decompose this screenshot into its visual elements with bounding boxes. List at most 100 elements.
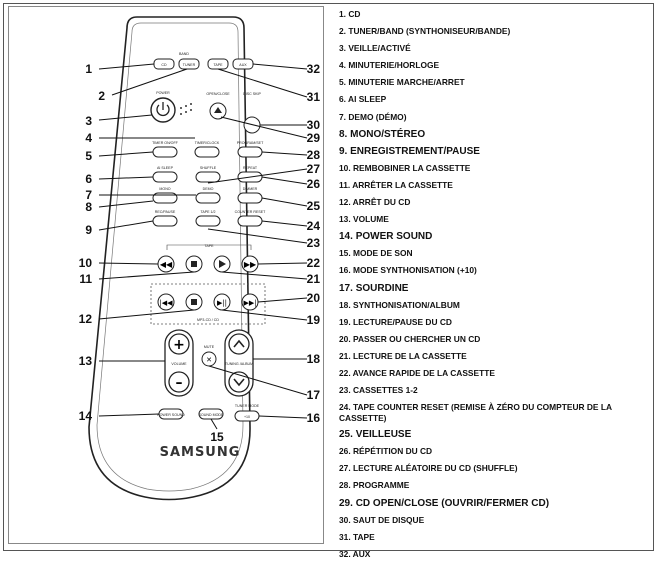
ai-sleep-button[interactable]: AI SLEEP — [152, 166, 178, 183]
svg-text:TUNING /ALBUM: TUNING /ALBUM — [225, 362, 253, 366]
legend-item: 9. ENREGISTREMENT/PAUSE — [339, 143, 651, 160]
legend-number: 9. — [339, 145, 348, 157]
svg-text:▶▶: ▶▶ — [244, 260, 257, 269]
legend-text: ARRÊT DU CD — [352, 197, 411, 208]
cd-next-button[interactable]: ▶▶| — [241, 293, 259, 311]
legend-item: 22. AVANCE RAPIDE DE LA CASSETTE — [339, 365, 651, 382]
callout-leader — [98, 413, 160, 417]
callout-leader — [98, 63, 155, 70]
legend-item: 15. MODE DE SON — [339, 245, 651, 262]
callout-leader — [257, 297, 308, 303]
legend-item: 30. SAUT DE DISQUE — [339, 512, 651, 529]
svg-text:CD: CD — [161, 63, 167, 67]
callout-leader — [221, 271, 308, 280]
legend-item: 24. TAPE COUNTER RESET (REMISE À ZÉRO DU… — [339, 399, 651, 426]
legend-text: TAPE COUNTER RESET (REMISE À ZÉRO DU COM… — [339, 402, 612, 423]
callout-number: 25 — [307, 199, 321, 213]
mp3cd-label: MP3-CD / CD — [197, 318, 219, 322]
callout-leader — [98, 176, 154, 180]
callout-number: 26 — [307, 177, 321, 191]
callout-leader — [261, 151, 308, 156]
cd-button[interactable]: CD — [153, 58, 175, 70]
callout-number: 29 — [307, 131, 321, 145]
tape-ff-button[interactable]: ▶▶ — [241, 255, 259, 273]
legend-text: CD OPEN/CLOSE (OUVRIR/FERMER CD) — [355, 497, 550, 509]
callout-number: 30 — [307, 118, 321, 132]
svg-text:TUNER: TUNER — [183, 63, 196, 67]
cd-stop-button[interactable] — [185, 293, 203, 311]
callout-number: 28 — [307, 148, 321, 162]
callout-number: 9 — [85, 223, 92, 237]
callout-leader — [261, 220, 308, 227]
program-button[interactable]: PROGRAM/SET — [237, 141, 264, 158]
callout-leader — [98, 309, 195, 320]
legend-number: 1. — [339, 9, 346, 19]
power-sound-button[interactable]: POWER SOUND — [157, 408, 185, 420]
tape-rewind-button[interactable]: ◀◀ — [157, 255, 175, 273]
legend-number: 5. — [339, 77, 346, 88]
tape-button[interactable]: TAPE — [207, 58, 229, 70]
legend-item: 18. SYNTHONISATION/ALBUM — [339, 297, 651, 314]
demo-button[interactable]: DEMO — [195, 187, 221, 204]
callout-leader — [207, 228, 308, 244]
mute-button[interactable]: ✕ — [201, 351, 217, 367]
legend-item: 14. POWER SOUND — [339, 228, 651, 245]
svg-text:REPEAT: REPEAT — [243, 166, 258, 170]
timer-clock-button[interactable]: TIMER/CLOCK — [194, 141, 220, 158]
svg-text:COUNTER RESET: COUNTER RESET — [235, 210, 267, 214]
legend-text: REMBOBINER LA CASSETTE — [352, 162, 471, 173]
legend-item: 26. RÉPÉTITION DU CD — [339, 443, 651, 460]
legend-number: 23. — [339, 385, 351, 396]
timer-onoff-button[interactable]: TIMER ON/OFF — [152, 141, 179, 158]
legend-item: 12. ARRÊT DU CD — [339, 194, 651, 211]
legend-number: 3. — [339, 43, 346, 54]
tape12-button[interactable]: TAPE 1/2 — [195, 210, 221, 227]
legend-item: 28. PROGRAMME — [339, 477, 651, 494]
callout-leader — [252, 63, 308, 70]
callout-leader — [221, 309, 308, 321]
legend-number: 25. — [339, 429, 353, 441]
legend-number: 19. — [339, 316, 351, 327]
legend-number: 15. — [339, 248, 351, 259]
legend-text: SYNTHONISATION/ALBUM — [352, 299, 460, 310]
svg-text:+10: +10 — [244, 415, 250, 419]
callout-number: 2 — [98, 89, 105, 103]
tuner-mode-button[interactable]: +10 — [234, 410, 260, 422]
legend-number: 4. — [339, 60, 346, 71]
sound-mode-button[interactable]: SOUND MODE — [198, 408, 224, 420]
legend-item: 25. VEILLEUSE — [339, 426, 651, 443]
callout-number: 17 — [307, 388, 321, 402]
svg-text:✕: ✕ — [206, 356, 212, 364]
legend-number: 31. — [339, 531, 351, 542]
rec-pause-button[interactable]: REC/PAUSE — [152, 210, 178, 227]
tape-stop-button[interactable] — [185, 255, 203, 273]
counter-reset-button[interactable]: COUNTER RESET — [235, 210, 267, 227]
tuning-album-rocker[interactable]: TUNING /ALBUM — [224, 329, 254, 397]
open-close-button[interactable] — [209, 102, 227, 120]
cd-prev-button[interactable]: |◀◀ — [157, 293, 175, 311]
aux-button[interactable]: AUX — [232, 58, 254, 70]
callout-leader — [98, 200, 154, 208]
legend-number: 10. — [339, 162, 351, 173]
power-button[interactable] — [150, 97, 176, 123]
shuffle-button[interactable]: SHUFFLE — [195, 166, 221, 183]
cd-play-pause-button[interactable]: ▶|| — [213, 293, 231, 311]
volume-rocker[interactable]: + – VOLUME — [164, 329, 194, 397]
legend-number: 26. — [339, 446, 351, 457]
tuner-button[interactable]: TUNER — [178, 58, 200, 70]
callout-number: 21 — [307, 272, 321, 286]
callout-leader — [210, 418, 218, 430]
legend-number: 30. — [339, 514, 351, 525]
callout-number: 16 — [307, 411, 321, 425]
dimmer-button[interactable]: DIMMER — [237, 187, 263, 204]
svg-text:DEMO: DEMO — [203, 187, 214, 191]
legend-item: 7. DEMO (DÉMO) — [339, 109, 651, 126]
legend-number: 6. — [339, 94, 346, 105]
legend-text: SAUT DE DISQUE — [352, 514, 425, 525]
tape-play-button[interactable] — [213, 255, 231, 273]
tape-group-label: TAPE — [204, 244, 214, 248]
legend-text: MODE SYNTHONISATION (+10) — [352, 265, 477, 276]
repeat-button[interactable]: REPEAT — [237, 166, 263, 183]
svg-text:DIMMER: DIMMER — [243, 187, 258, 191]
svg-text:PROGRAM/SET: PROGRAM/SET — [237, 141, 264, 145]
